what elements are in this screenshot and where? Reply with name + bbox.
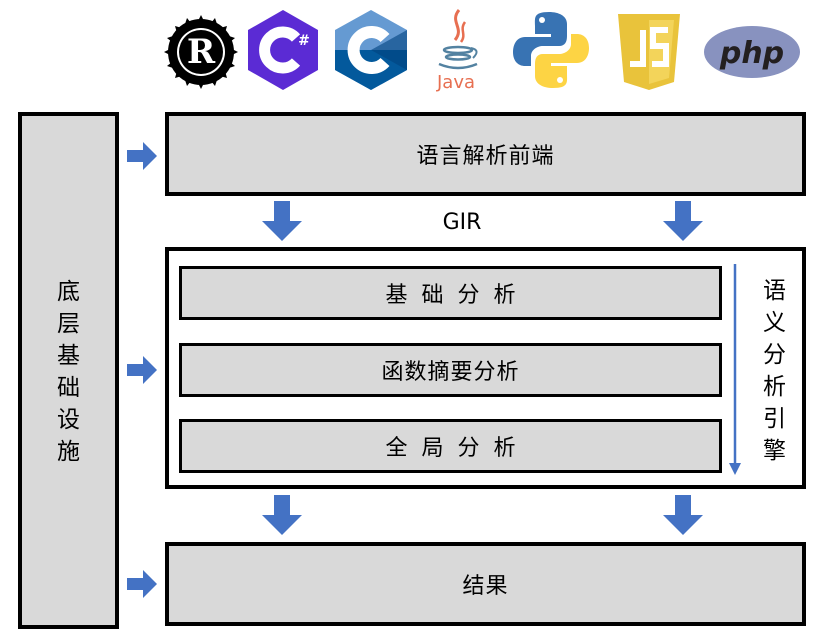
stage-label: 基础分析 <box>385 283 530 308</box>
arrow-down-icon <box>262 495 302 535</box>
svg-text:Java: Java <box>436 72 475 92</box>
result-label: 结果 <box>462 574 509 599</box>
arrow-right-icon <box>127 142 157 170</box>
javascript-logo-icon <box>616 8 682 92</box>
python-logo-icon <box>511 8 591 92</box>
stage-label: 函数摘要分析 <box>381 360 520 385</box>
csharp-logo-icon: # <box>246 8 320 92</box>
infrastructure-label: 底 层 基 础 设 施 <box>57 279 80 465</box>
flow-arrow-down-icon <box>729 264 741 476</box>
ir-label: GIR <box>442 210 482 235</box>
frontend-box: 语言解析前端 <box>165 112 806 196</box>
infrastructure-box: 底 层 基 础 设 施 <box>18 112 119 629</box>
engine-box: 基础分析 函数摘要分析 全局分析 语 义 分 析 引 擎 <box>165 247 806 489</box>
stage-box: 全局分析 <box>179 419 722 473</box>
stage-label: 全局分析 <box>385 436 530 461</box>
arrow-right-icon <box>127 356 157 384</box>
engine-label: 语 义 分 析 引 擎 <box>763 278 786 464</box>
arrow-right-icon <box>127 570 157 598</box>
stage-box: 函数摘要分析 <box>179 343 722 397</box>
php-logo-icon: php <box>702 8 802 92</box>
c-logo-icon <box>333 8 409 92</box>
arrow-down-icon <box>663 495 703 535</box>
svg-text:R: R <box>187 32 216 72</box>
stage-box: 基础分析 <box>179 266 722 320</box>
svg-text:php: php <box>719 36 784 71</box>
arrow-down-icon <box>663 201 703 241</box>
arrow-down-icon <box>262 201 302 241</box>
result-box: 结果 <box>165 542 806 626</box>
rust-logo-icon: R <box>163 8 239 92</box>
frontend-label: 语言解析前端 <box>416 144 555 169</box>
svg-text:#: # <box>298 33 310 49</box>
java-logo-icon: Java <box>425 8 491 92</box>
